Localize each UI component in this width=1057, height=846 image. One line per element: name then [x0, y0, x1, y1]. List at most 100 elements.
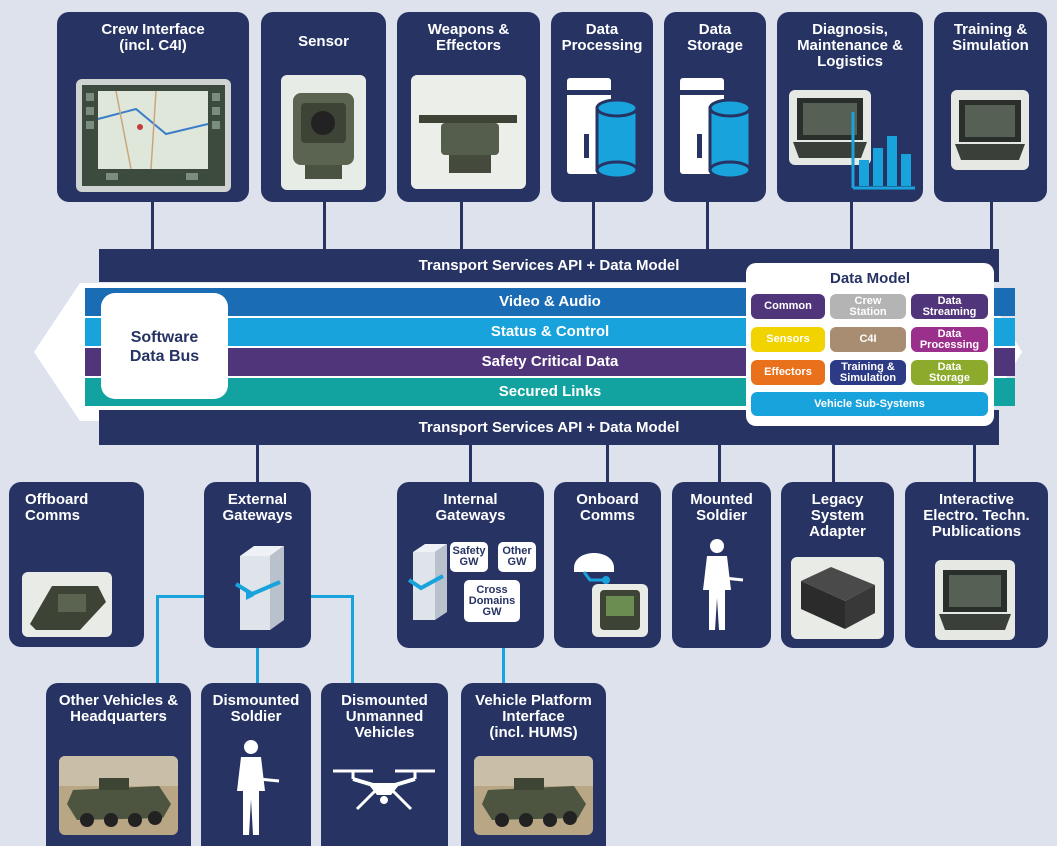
box-title: Data Processing — [561, 21, 643, 54]
ietp-box: Interactive Electro. Techn. Publications — [905, 482, 1048, 648]
internal-gateways-box: Internal Gateways Safety GW Other GW Cro… — [397, 482, 544, 648]
camera-icon — [293, 93, 354, 179]
link-line — [156, 595, 204, 598]
connector-line — [718, 440, 721, 485]
box-title: Vehicle Platform Interface (incl. HUMS) — [475, 692, 592, 741]
laptop-icon — [939, 570, 1011, 630]
soldier-icon — [703, 539, 744, 630]
other-vehicles-box: Other Vehicles & Headquarters — [46, 683, 191, 846]
mounted-soldier-box: Mounted Soldier — [672, 482, 771, 648]
vehicle-platform-box: Vehicle Platform Interface (incl. HUMS) — [461, 683, 606, 846]
server-database-icon — [680, 78, 752, 180]
onboard-comms-box: Onboard Comms — [554, 482, 661, 648]
connector-line — [151, 195, 154, 250]
vehicle-image — [59, 756, 178, 835]
tablet-map-icon — [82, 85, 225, 186]
adapter-box-icon — [801, 567, 875, 629]
box-title: Data Storage — [687, 21, 743, 54]
box-title: Crew Interface (incl. C4I) — [101, 21, 205, 54]
armored-vehicle-icon — [59, 756, 178, 827]
external-gateways-box: External Gateways — [204, 482, 311, 648]
box-title: Other Vehicles & Headquarters — [58, 692, 179, 725]
chip-common: Common — [751, 294, 825, 319]
link-line — [311, 595, 353, 598]
chip-sensors: Sensors — [751, 327, 825, 352]
chip-vehicle-subsystems: Vehicle Sub-Systems — [751, 392, 988, 416]
weapons-box: Weapons & Effectors — [397, 12, 540, 202]
chip-data-storage: Data Storage — [911, 360, 988, 385]
box-title: Internal Gateways — [435, 491, 506, 524]
connector-line — [850, 195, 853, 250]
connector-line — [990, 195, 993, 250]
unmanned-vehicles-box: Dismounted Unmanned Vehicles — [321, 683, 448, 846]
link-line — [156, 595, 159, 685]
connector-line — [973, 440, 976, 485]
connector-line — [606, 440, 609, 485]
software-data-bus-text: Software Data Bus — [129, 329, 200, 365]
offboard-comms-box: Offboard Comms — [9, 482, 144, 647]
box-title: External Gateways — [222, 491, 293, 524]
training-box: Training & Simulation — [934, 12, 1047, 202]
box-title: Diagnosis, Maintenance & Logistics — [797, 21, 903, 70]
laptop-image — [935, 560, 1015, 640]
data-processing-box: Data Processing — [551, 12, 653, 202]
adapter-image — [791, 557, 884, 639]
link-line — [351, 595, 354, 685]
data-model-title: Data Model — [829, 270, 910, 287]
radio-icon — [30, 586, 106, 630]
gateway-icon — [407, 544, 447, 620]
box-title: Mounted Soldier — [690, 491, 753, 524]
gateway-icon — [234, 546, 284, 630]
link-line — [256, 648, 259, 685]
box-title: Dismounted Soldier — [212, 692, 300, 725]
chip-data-streaming: Data Streaming — [911, 294, 988, 319]
box-title: Dismounted Unmanned Vehicles — [341, 692, 428, 741]
connector-line — [592, 195, 595, 250]
sensor-image — [281, 75, 366, 190]
data-storage-box: Data Storage — [664, 12, 766, 202]
link-line — [502, 648, 505, 685]
data-model-panel: Data Model Common Crew Station Data Stre… — [746, 263, 994, 426]
connector-line — [469, 440, 472, 485]
vehicle-image — [474, 756, 593, 835]
connector-line — [706, 195, 709, 250]
box-title: Onboard Comms — [576, 491, 639, 524]
software-data-bus-label — [101, 293, 228, 399]
safety-gw-chip: Safety GW — [450, 542, 488, 572]
handheld-device-icon — [600, 590, 640, 630]
laptop-image — [789, 90, 871, 165]
cross-domains-gw-chip: Cross Domains GW — [464, 580, 520, 622]
chip-crew-station: Crew Station — [830, 294, 906, 319]
soldier-icon — [237, 740, 280, 835]
connector-line — [256, 440, 259, 485]
connector-line — [832, 440, 835, 485]
armored-vehicle-icon — [474, 756, 593, 827]
other-gw-chip: Other GW — [498, 542, 536, 572]
box-title: Sensor — [298, 33, 349, 50]
box-title: Weapons & Effectors — [427, 21, 510, 54]
chip-training-simulation: Training & Simulation — [830, 360, 906, 385]
headset-icon — [574, 553, 614, 584]
chip-c4i: C4I — [830, 327, 906, 352]
weapon-image — [411, 75, 526, 189]
drone-icon — [333, 769, 435, 811]
connector-line — [323, 195, 326, 250]
radio-image — [22, 572, 112, 637]
connector-line — [460, 195, 463, 250]
diagnosis-box: Diagnosis, Maintenance & Logistics — [777, 12, 923, 202]
device-image — [592, 584, 648, 637]
turret-icon — [419, 115, 517, 173]
box-title: Training & Simulation — [952, 21, 1029, 54]
server-database-icon — [567, 78, 639, 180]
crew-interface-box: Crew Interface (incl. C4I) — [57, 12, 249, 202]
dismounted-soldier-box: Dismounted Soldier — [201, 683, 311, 846]
bar-chart-icon — [851, 112, 915, 190]
box-title: Legacy System Adapter — [809, 491, 866, 540]
chip-data-processing: Data Processing — [911, 327, 988, 352]
laptop-image — [951, 90, 1029, 170]
legacy-adapter-box: Legacy System Adapter — [781, 482, 894, 648]
box-title: Interactive Electro. Techn. Publications — [923, 491, 1030, 540]
box-title: Offboard Comms — [25, 491, 89, 524]
chip-effectors: Effectors — [751, 360, 825, 385]
sensor-box: Sensor — [261, 12, 386, 202]
